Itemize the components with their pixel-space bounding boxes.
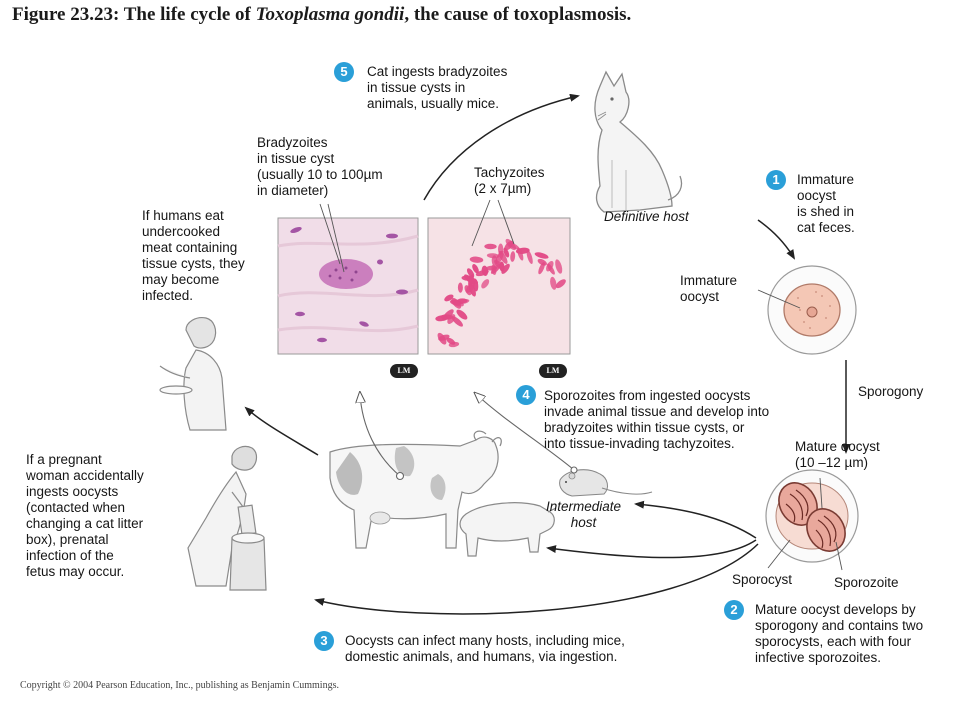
definitive-host-label: Definitive host	[604, 209, 689, 224]
pregnant-woman-illustration	[187, 445, 267, 591]
bradyzoite-micrograph	[277, 217, 419, 355]
tachyzoite-cell	[534, 252, 549, 259]
cycle-arrows	[244, 93, 850, 615]
tachyzoite-cell	[442, 309, 454, 321]
tachyzoite-cell	[526, 249, 533, 265]
step-4-badge: 4	[516, 385, 536, 405]
tachyzoite-cell	[457, 282, 463, 293]
tachyzoite-cell	[446, 337, 456, 345]
tachyzoite-cell	[481, 279, 490, 289]
mouse-illustration	[559, 469, 653, 497]
lm-badge-tachyzoite: LM	[546, 366, 560, 375]
figure-title-prefix: Figure 23.23: The life cycle of	[12, 4, 256, 25]
woman-eating-illustration	[159, 317, 227, 431]
tachyzoite-cell	[484, 243, 497, 250]
tachyzoite-cell	[503, 247, 510, 258]
lm-badges	[390, 364, 567, 378]
step-2-badge: 2	[724, 600, 744, 620]
tachyzoite-cell	[555, 279, 566, 289]
tachyzoite-cell	[466, 281, 476, 293]
figure-title-suffix: , the cause of toxoplasmosis.	[404, 4, 632, 25]
lm-badge-bradyzoite: LM	[397, 366, 411, 375]
tachyzoite-cell	[550, 276, 557, 290]
pig-illustration	[459, 502, 557, 557]
tachyzoite-cell	[538, 262, 545, 275]
sporogony-label: Sporogony	[858, 384, 924, 399]
tachyzoite-cell	[486, 253, 500, 259]
figure-title: Figure 23.23: The life cycle of Toxoplas…	[12, 4, 631, 26]
tachyzoite-cell	[498, 250, 508, 264]
mature-oocyst-illustration	[765, 469, 859, 563]
tissue-arrows	[360, 394, 578, 481]
leader-lines	[319, 199, 843, 571]
sporozoite-label: Sporozoite	[834, 575, 899, 590]
copyright-text: Copyright © 2004 Pearson Education, Inc.…	[20, 680, 339, 691]
tachyzoite-cell	[510, 251, 516, 262]
tachyzoite-cell	[469, 256, 484, 263]
tachyzoite-cell	[451, 297, 462, 309]
tachyzoites-label: Tachyzoites(2 x 7µm)	[474, 165, 545, 196]
tachyzoite-cell	[472, 278, 479, 292]
tachyzoite-cell	[472, 264, 479, 274]
tachyzoite-cell	[475, 269, 489, 277]
step-1-badge: 1	[766, 170, 786, 190]
tachyzoite-cell	[461, 275, 474, 281]
mature-oocyst-label: Mature oocyst(10 –12 µm)	[795, 439, 880, 470]
tachyzoite-micrograph	[427, 217, 571, 355]
tachyzoite-cell	[555, 259, 563, 274]
cow-illustration	[329, 430, 502, 549]
immature-oocyst-illustration	[767, 265, 857, 355]
tachyzoite-cell	[508, 242, 520, 250]
cat-illustration	[594, 70, 683, 213]
step-3-badge: 3	[314, 631, 334, 651]
figure-title-organism: Toxoplasma gondii	[255, 4, 405, 25]
tachyzoite-cell	[447, 314, 456, 324]
tachyzoite-cell	[517, 247, 524, 261]
step-5-badge: 5	[334, 62, 354, 82]
tachyzoite-cell	[490, 263, 501, 274]
tachyzoite-cell	[547, 263, 555, 275]
tachyzoite-cell	[466, 268, 475, 278]
step-3-text: Oocysts can infect many hosts, including…	[345, 633, 625, 664]
sporocyst-label: Sporocyst	[732, 572, 793, 587]
tachyzoite-cell	[501, 263, 510, 274]
tachyzoite-cell	[456, 309, 468, 320]
tachyzoite-cell	[444, 294, 454, 302]
